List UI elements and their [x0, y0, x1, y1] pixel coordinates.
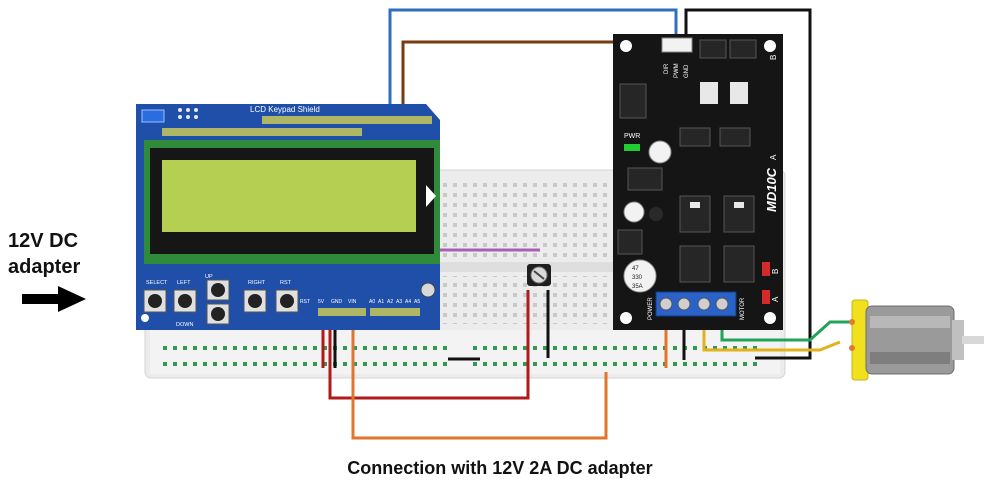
dc-motor: [849, 299, 984, 381]
keypad-buttons: [143, 279, 299, 325]
potentiometer: [527, 264, 551, 286]
channel-a-label: A: [771, 296, 780, 302]
btn-label-up: UP: [205, 274, 213, 280]
pin-label-a1: A1: [378, 299, 384, 305]
led-b: [762, 290, 770, 304]
channel-b-label: B: [771, 269, 780, 274]
adapter-label-line2: adapter: [8, 256, 81, 278]
cap-label-3: 35A: [632, 284, 643, 290]
pin-label-a2: A2: [387, 299, 393, 305]
cap-label-2: 330: [632, 275, 643, 281]
channel-b-top: B: [769, 55, 778, 60]
diagram-caption: Connection with 12V 2A DC adapter: [347, 458, 653, 478]
pin-label-a4: A4: [405, 299, 411, 305]
header-pin-gnd: GND: [684, 64, 690, 78]
pin-label-gnd: GND: [331, 299, 343, 305]
terminal-motor-label: MOTOR: [740, 297, 746, 320]
header-pin-dir: DIR: [664, 63, 670, 74]
pin-label-rst: RST: [300, 299, 310, 305]
btn-label-select: SELECT: [146, 280, 168, 286]
header-pin-pwm: PWM: [674, 63, 680, 78]
pwr-label: PWR: [624, 133, 640, 140]
led-a: [762, 262, 770, 276]
terminal-power-label: POWER: [648, 297, 654, 320]
wire-green-motor: [720, 312, 852, 342]
pin-label-a0: A0: [369, 299, 375, 305]
btn-label-rst: RST: [280, 280, 292, 286]
wire-red: [328, 290, 530, 400]
wire-brown: [401, 40, 663, 122]
wire-black-gnd: [684, 8, 812, 360]
pwr-led: [624, 144, 640, 151]
wire-orange: [351, 312, 608, 440]
lcd-screen: [162, 160, 416, 232]
pin-label-5v: 5V: [318, 299, 325, 305]
md10c-driver: DIR PWM GND PWR 47 330 35A: [613, 34, 783, 330]
wire-blue: [388, 8, 678, 122]
lcd-keypad-shield: LCD Keypad Shield SELECT LEFT UP DOWN RI…: [136, 104, 440, 330]
pin-label-a5: A5: [414, 299, 420, 305]
shield-title: LCD Keypad Shield: [250, 105, 320, 114]
cap-label-1: 47: [632, 266, 639, 272]
pin-label-a3: A3: [396, 299, 402, 305]
wire-yellow-motor: [702, 312, 841, 352]
adapter-label-line1: 12V DC: [8, 230, 79, 252]
channel-a-top: A: [769, 154, 778, 160]
btn-label-right: RIGHT: [248, 280, 266, 286]
adapter-label: 12V DC adapter: [8, 228, 80, 280]
pin-label-vin: VIN: [348, 299, 357, 305]
btn-label-left: LEFT: [177, 280, 191, 286]
capacitor: [623, 259, 657, 293]
btn-label-down: DOWN: [176, 322, 193, 328]
driver-name: MD10C: [764, 167, 779, 212]
arrow-icon: [22, 286, 86, 312]
